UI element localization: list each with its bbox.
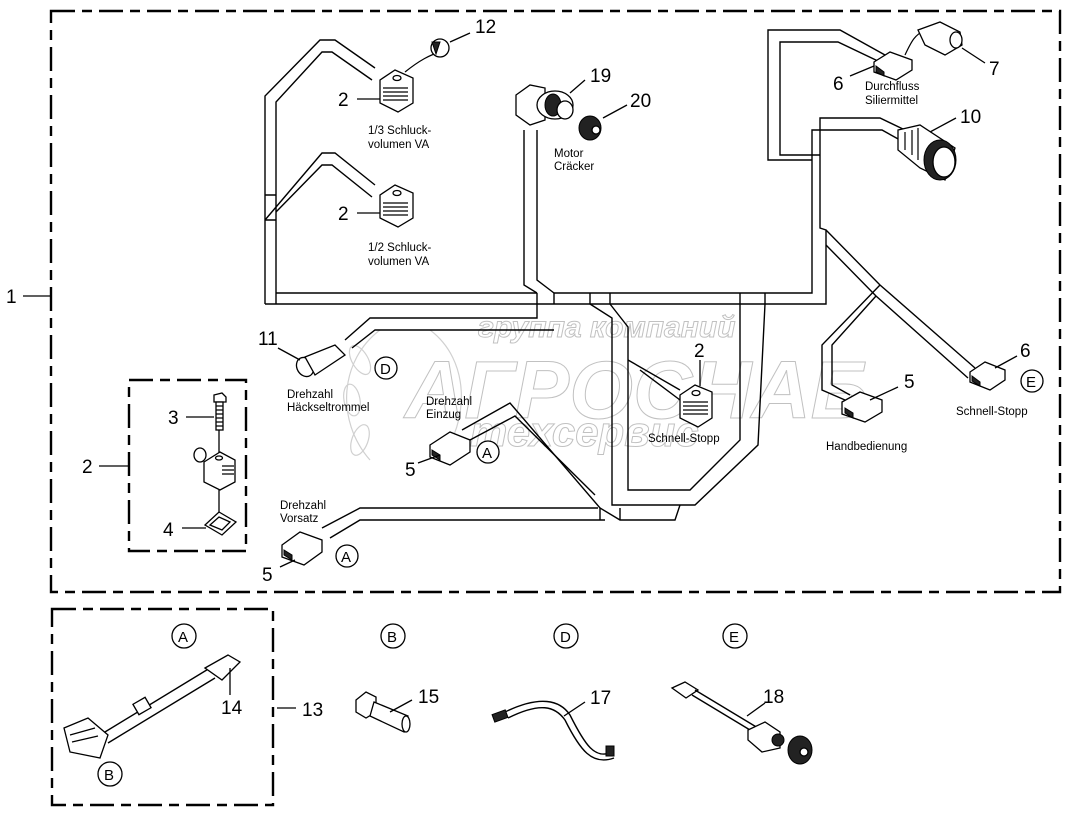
seal-4[interactable] <box>203 511 238 536</box>
watermark-line1: группа компаний <box>478 311 735 344</box>
cap-20[interactable] <box>578 115 602 141</box>
callout-5-vorsatz[interactable]: 5 <box>262 565 273 586</box>
assembly-frame-main <box>49 9 1062 594</box>
ref-letter-a-detail[interactable]: A <box>178 629 188 646</box>
callout-19[interactable]: 19 <box>590 66 611 87</box>
callout-17[interactable]: 17 <box>590 688 611 709</box>
caption-handbedienung: Handbedienung <box>826 441 907 453</box>
callout-4[interactable]: 4 <box>163 520 174 541</box>
callout-2-middle[interactable]: 2 <box>338 204 349 225</box>
leader-15 <box>389 699 413 713</box>
callout-2-group[interactable]: 2 <box>82 457 93 478</box>
watermark: группа компаний АГРОСНАБ техсервис <box>343 311 869 461</box>
leader-5-einzug <box>417 454 441 464</box>
caption-durchfluss-1: Durchfluss <box>865 81 920 93</box>
callout-1[interactable]: 1 <box>6 287 17 308</box>
sensor-haeckseltrommel-11[interactable] <box>293 344 347 380</box>
callout-5-hand[interactable]: 5 <box>904 372 915 393</box>
callout-12[interactable]: 12 <box>475 17 496 38</box>
connector-durchfluss-6[interactable] <box>873 29 926 81</box>
caption-motor-1: Motor <box>554 148 584 160</box>
leader-19 <box>569 79 586 94</box>
callout-6-top[interactable]: 6 <box>833 74 844 95</box>
caption-schluck-13-1: 1/3 Schluck- <box>368 125 431 137</box>
screw-3[interactable] <box>213 392 227 455</box>
cable-18[interactable] <box>670 681 813 765</box>
ref-letter-a-einzug[interactable]: A <box>482 445 492 462</box>
caption-schluck-12-1: 1/2 Schluck- <box>368 242 431 254</box>
leader-6-top <box>849 65 875 77</box>
leader-6-right <box>994 355 1018 369</box>
ref-letter-d-header[interactable]: D <box>560 629 571 646</box>
leader-17 <box>563 701 586 717</box>
watermark-line3: техсервис <box>470 408 699 455</box>
leader-11 <box>277 347 301 361</box>
ref-circle-d-header <box>553 623 579 649</box>
ref-letter-a-vorsatz[interactable]: A <box>341 549 351 566</box>
leader-5-hand <box>869 386 899 401</box>
callout-2-top[interactable]: 2 <box>338 90 349 111</box>
leader-20 <box>602 104 628 119</box>
round-connector-10[interactable] <box>897 124 957 181</box>
ref-letter-e-header[interactable]: E <box>729 629 739 646</box>
callout-15[interactable]: 15 <box>418 687 439 708</box>
cable-17[interactable] <box>491 700 615 761</box>
caption-durchfluss-2: Siliermittel <box>865 95 918 107</box>
leader-5-vorsatz <box>279 559 296 568</box>
leader-7 <box>961 47 986 64</box>
caption-haeckseltrommel-1: Drehzahl <box>287 389 333 401</box>
ref-circle-b-header <box>380 623 406 649</box>
caption-schnell-stopp-center: Schnell-Stopp <box>648 433 720 445</box>
callout-11[interactable]: 11 <box>258 329 278 350</box>
ref-letter-d-main[interactable]: D <box>380 361 391 378</box>
ref-circle-e-main <box>1020 369 1044 393</box>
caption-einzug-1: Drehzahl <box>426 396 472 408</box>
callout-18[interactable]: 18 <box>763 687 784 708</box>
callout-3[interactable]: 3 <box>168 408 179 429</box>
detail-frame-13 <box>50 607 275 807</box>
solenoid-coil-top[interactable] <box>379 51 441 113</box>
ref-letter-b-detail[interactable]: B <box>104 767 114 784</box>
callout-20[interactable]: 20 <box>630 91 651 112</box>
adapter-cable-14[interactable] <box>63 654 242 759</box>
caption-vorsatz-2: Vorsatz <box>280 513 319 525</box>
plug-durchfluss-7[interactable] <box>917 21 963 56</box>
ref-circle-b-detail <box>97 761 123 787</box>
caption-vorsatz-1: Drehzahl <box>280 500 326 512</box>
caption-einzug-2: Einzug <box>426 409 461 421</box>
callout-6-right[interactable]: 6 <box>1020 341 1031 362</box>
solenoid-coil-middle[interactable] <box>379 184 414 228</box>
callout-13[interactable]: 13 <box>302 700 323 721</box>
ref-circle-a-vorsatz <box>335 544 359 568</box>
angle-connector-19[interactable] <box>515 84 574 126</box>
callout-10[interactable]: 10 <box>960 107 981 128</box>
plug-12[interactable] <box>430 38 450 58</box>
solenoid-coil-schnell-stopp[interactable] <box>679 384 713 428</box>
leader-18 <box>746 702 766 717</box>
bolt-15[interactable] <box>355 691 411 733</box>
connector-vorsatz-5[interactable] <box>281 531 323 566</box>
harness-cables <box>264 29 976 539</box>
callout-2-schnell[interactable]: 2 <box>694 341 705 362</box>
watermark-line2: АГРОСНАБ <box>403 345 869 436</box>
caption-haeckseltrommel-2: Häckseltrommel <box>287 402 369 414</box>
leader-12 <box>449 32 471 43</box>
coil-detail <box>193 447 236 515</box>
callout-7[interactable]: 7 <box>989 59 1000 80</box>
ref-circle-a-detail <box>171 623 197 649</box>
caption-motor-2: Cräcker <box>554 161 594 173</box>
caption-schluck-12-2: volumen VA <box>368 256 429 268</box>
leader-10 <box>929 117 957 133</box>
connector-einzug-5[interactable] <box>429 431 471 466</box>
ref-letter-e-main[interactable]: E <box>1026 374 1036 391</box>
callout-14[interactable]: 14 <box>221 698 243 719</box>
callout-5-einzug[interactable]: 5 <box>405 460 416 481</box>
ref-circle-a-einzug <box>476 440 500 464</box>
connector-schnell-stopp-6[interactable] <box>969 361 1006 391</box>
ref-letter-b-header[interactable]: B <box>387 629 397 646</box>
ref-circle-d-main <box>374 356 398 380</box>
ref-circle-e-header <box>722 623 748 649</box>
caption-schluck-13-2: volumen VA <box>368 139 429 151</box>
caption-schnell-stopp-right: Schnell-Stopp <box>956 406 1028 418</box>
